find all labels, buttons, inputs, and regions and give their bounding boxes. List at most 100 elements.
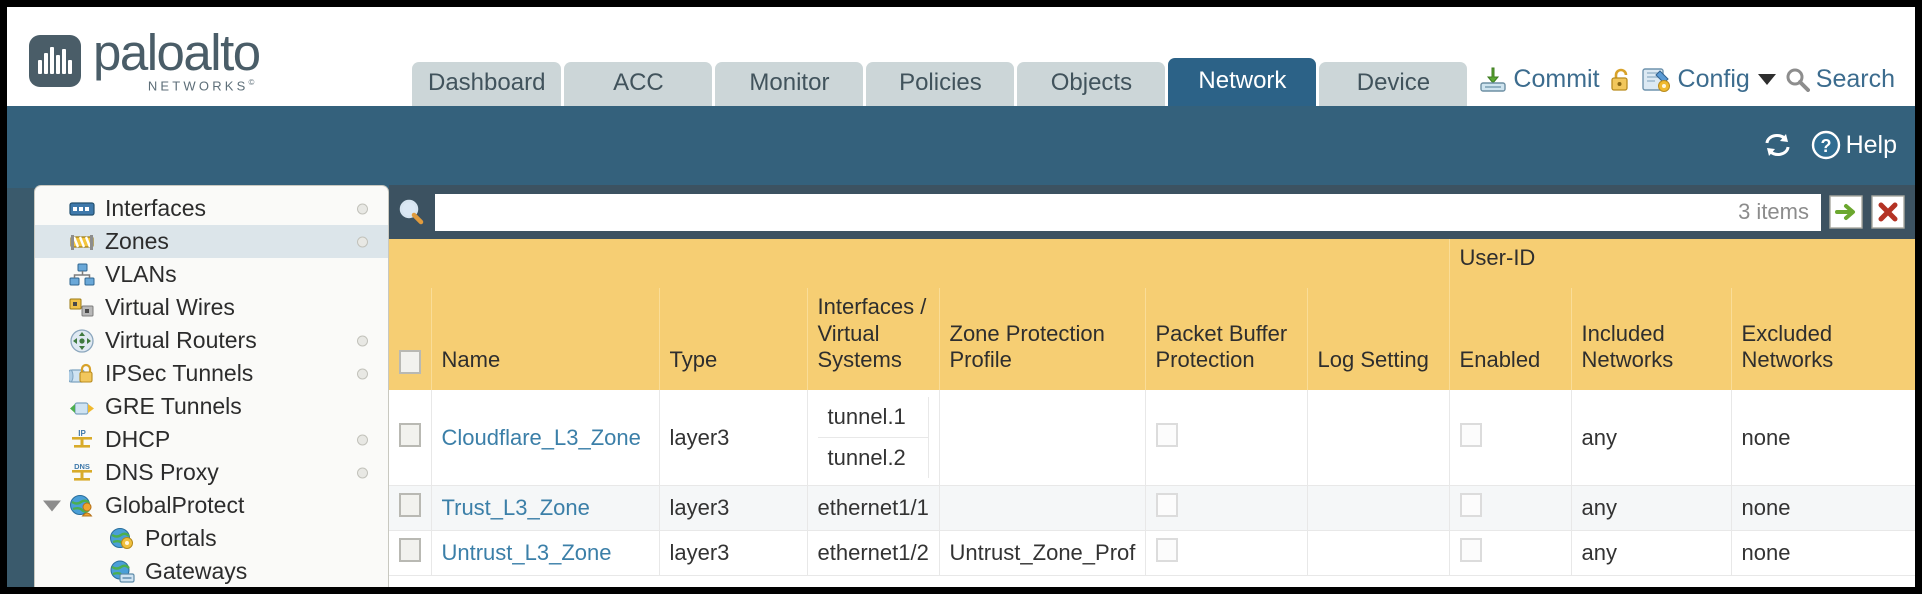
select-all-checkbox[interactable] — [399, 349, 421, 374]
tab-label: Device — [1356, 69, 1431, 96]
app-header: paloalto NETWORKS© Dashboard ACC Monitor… — [7, 7, 1915, 106]
column-header-name[interactable]: Name — [431, 287, 660, 391]
refresh-icon[interactable] — [1762, 131, 1793, 159]
cell-name: Untrust_L3_Zone — [431, 530, 660, 577]
search-label: Search — [1815, 65, 1895, 93]
sidebar-item-ipsec-tunnels[interactable]: IPSec Tunnels — [35, 357, 388, 390]
tab-dashboard[interactable]: Dashboard — [412, 62, 562, 106]
sidebar-item-virtual-wires[interactable]: Virtual Wires — [35, 291, 388, 324]
interfaces-icon — [69, 197, 95, 221]
packet-buffer-protection-checkbox[interactable] — [1155, 493, 1178, 518]
commit-button[interactable]: Commit — [1479, 65, 1600, 94]
tab-objects[interactable]: Objects — [1017, 62, 1166, 106]
status-dot — [357, 434, 368, 445]
column-header-row: Name Type Interfaces / Virtual Systems Z… — [389, 287, 1915, 391]
row-checkbox[interactable] — [399, 538, 421, 563]
sidebar-item-gateways[interactable]: Gateways — [35, 555, 388, 587]
band-actions: ? Help — [1762, 130, 1897, 160]
sidebar-item-zones[interactable]: Zones — [35, 225, 388, 258]
status-dot — [357, 203, 368, 214]
zone-name-link[interactable]: Trust_L3_Zone — [441, 495, 590, 521]
cell-packet-buffer-protection — [1145, 485, 1308, 532]
sidebar-item-label: Interfaces — [105, 195, 206, 221]
brand-logo[interactable]: paloalto NETWORKS© — [29, 27, 261, 94]
tab-label: Objects — [1050, 69, 1133, 96]
column-header-packet-buffer-protection[interactable]: Packet Buffer Protection — [1145, 287, 1308, 391]
help-link[interactable]: ? Help — [1811, 130, 1897, 160]
tab-device[interactable]: Device — [1319, 62, 1468, 106]
sidebar-item-label: Gateways — [145, 558, 248, 584]
row-checkbox[interactable] — [399, 422, 421, 447]
config-label: Config — [1677, 65, 1750, 93]
help-icon: ? — [1811, 130, 1841, 160]
tab-label: Policies — [899, 69, 982, 96]
tab-network[interactable]: Network — [1168, 58, 1317, 106]
tab-policies[interactable]: Policies — [866, 62, 1015, 106]
sidebar-item-interfaces[interactable]: Interfaces — [35, 192, 388, 225]
sidebar-item-portals[interactable]: Portals — [35, 522, 388, 555]
vlans-icon — [69, 263, 95, 287]
sidebar-item-globalprotect[interactable]: GlobalProtect — [35, 489, 388, 522]
group-header-userid: User-ID — [1449, 239, 1915, 288]
cell-excluded-networks: none — [1731, 485, 1915, 532]
userid-enabled-checkbox[interactable] — [1459, 538, 1482, 563]
dhcp-icon: IP — [69, 428, 95, 452]
table-row[interactable]: Untrust_L3_Zone layer3 ethernet1/2 Untru… — [389, 530, 1915, 577]
packet-buffer-protection-checkbox[interactable] — [1155, 422, 1178, 447]
cell-packet-buffer-protection — [1145, 530, 1308, 577]
cell-type: layer3 — [659, 390, 808, 487]
column-header-excluded-networks[interactable]: Excluded Networks — [1731, 287, 1915, 391]
help-label: Help — [1845, 130, 1897, 159]
zone-name-link[interactable]: Untrust_L3_Zone — [441, 540, 612, 566]
column-header-interfaces[interactable]: Interfaces / Virtual Systems — [807, 287, 940, 391]
table-row[interactable]: Cloudflare_L3_Zone layer3 tunnel.1 tunne… — [389, 390, 1915, 487]
config-menu[interactable]: Config — [1641, 65, 1776, 94]
cell-type: layer3 — [659, 530, 808, 577]
userid-enabled-checkbox[interactable] — [1459, 422, 1482, 447]
sidebar-item-dhcp[interactable]: IP DHCP — [35, 423, 388, 456]
sidebar-item-vlans[interactable]: VLANs — [35, 258, 388, 291]
sidebar-item-gre-tunnels[interactable]: GRE Tunnels — [35, 390, 388, 423]
header-actions: Commit — [1479, 65, 1895, 94]
cell-zone-protection-profile: Untrust_Zone_Prof — [939, 530, 1146, 577]
cell-excluded-networks: none — [1731, 390, 1915, 487]
cell-interfaces: tunnel.1 tunnel.2 — [807, 390, 940, 487]
commit-icon — [1479, 67, 1507, 93]
zone-name-link[interactable]: Cloudflare_L3_Zone — [441, 424, 641, 450]
column-header-included-networks[interactable]: Included Networks — [1571, 287, 1732, 391]
lock-icon — [1609, 67, 1633, 93]
userid-enabled-checkbox[interactable] — [1459, 493, 1482, 518]
svg-text:DNS: DNS — [74, 462, 90, 471]
cell-userid-enabled — [1449, 485, 1572, 532]
sidebar-item-label: VLANs — [105, 261, 177, 287]
cell-log-setting — [1307, 485, 1450, 532]
cell-interfaces: ethernet1/1 — [807, 485, 940, 532]
row-checkbox[interactable] — [399, 493, 421, 518]
cell-userid-enabled — [1449, 530, 1572, 577]
packet-buffer-protection-checkbox[interactable] — [1155, 538, 1178, 563]
brand-subtitle: NETWORKS© — [147, 78, 258, 94]
column-header-zone-protection-profile[interactable]: Zone Protection Profile — [939, 287, 1146, 391]
cell-included-networks: any — [1571, 530, 1732, 577]
cell-excluded-networks: none — [1731, 530, 1915, 577]
chevron-down-icon[interactable] — [43, 500, 61, 511]
lock-button[interactable] — [1609, 67, 1633, 93]
sidebar-item-label: Zones — [105, 228, 169, 254]
table-row[interactable]: Trust_L3_Zone layer3 ethernet1/1 any non… — [389, 485, 1915, 532]
search-input[interactable]: 3 items — [435, 193, 1821, 231]
cell-zone-protection-profile — [939, 485, 1146, 532]
tab-acc[interactable]: ACC — [564, 62, 713, 106]
main-nav-tabs: Dashboard ACC Monitor Policies Objects N… — [412, 58, 1468, 106]
column-header-userid-enabled[interactable]: Enabled — [1449, 287, 1572, 391]
sidebar-item-dns-proxy[interactable]: DNS DNS Proxy — [35, 456, 388, 489]
search-button[interactable]: Search — [1785, 65, 1895, 94]
apply-filter-button[interactable] — [1829, 195, 1863, 229]
column-header-log-setting[interactable]: Log Setting — [1307, 287, 1450, 391]
tab-monitor[interactable]: Monitor — [715, 62, 864, 106]
clear-filter-button[interactable] — [1871, 195, 1905, 229]
chevron-down-icon — [1757, 74, 1776, 85]
gre-tunnels-icon — [69, 395, 95, 419]
cell-type: layer3 — [659, 485, 808, 532]
column-header-type[interactable]: Type — [659, 287, 808, 391]
sidebar-item-virtual-routers[interactable]: Virtual Routers — [35, 324, 388, 357]
